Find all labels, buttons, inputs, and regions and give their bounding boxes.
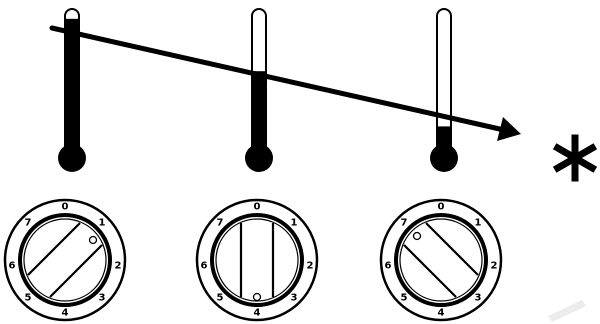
dial-number: 7 bbox=[401, 218, 408, 229]
dial-number: 5 bbox=[217, 293, 224, 304]
dial-number: 2 bbox=[307, 261, 314, 272]
dial-indicator-dot bbox=[254, 294, 261, 301]
dial-number: 4 bbox=[62, 308, 69, 319]
dial-number: 1 bbox=[99, 218, 106, 229]
dial-number: 2 bbox=[115, 261, 122, 272]
dial-number: 5 bbox=[401, 293, 408, 304]
dial-number: 6 bbox=[9, 261, 16, 272]
dial-number: 5 bbox=[25, 293, 32, 304]
thermometer-bulb bbox=[58, 144, 86, 172]
dial-number: 4 bbox=[254, 308, 261, 319]
dial-number: 7 bbox=[25, 218, 32, 229]
dial-number: 4 bbox=[438, 308, 445, 319]
dial-number: 3 bbox=[291, 293, 298, 304]
dial-number: 3 bbox=[475, 293, 482, 304]
dial-number: 0 bbox=[62, 202, 69, 213]
thermometer-middle bbox=[245, 9, 273, 172]
mercury-column bbox=[64, 19, 80, 154]
dial-number: 2 bbox=[491, 261, 498, 272]
dial-knob bbox=[216, 219, 298, 301]
thermometer-right bbox=[430, 9, 458, 172]
dial-number: 7 bbox=[217, 218, 224, 229]
dial-number: 3 bbox=[99, 293, 106, 304]
dial-right: 0 1 2 3 4 5 6 7 bbox=[381, 200, 501, 320]
dial-number: 1 bbox=[475, 218, 482, 229]
dial-number: 0 bbox=[254, 202, 261, 213]
thermometer-bulb bbox=[245, 144, 273, 172]
dial-number: 0 bbox=[438, 202, 445, 213]
thermometer-bulb bbox=[430, 144, 458, 172]
snowflake-icon bbox=[558, 138, 593, 178]
pencil-icon bbox=[548, 300, 586, 322]
dial-knob bbox=[24, 219, 106, 301]
dial-knob bbox=[400, 219, 482, 301]
dial-number: 6 bbox=[201, 261, 208, 272]
dial-number: 1 bbox=[291, 218, 298, 229]
dial-indicator-dot bbox=[90, 237, 97, 244]
dial-left: 0 1 2 3 4 5 6 7 bbox=[5, 200, 125, 320]
dial-indicator-dot bbox=[414, 233, 421, 240]
mercury-column bbox=[251, 71, 267, 154]
dial-middle: 0 1 2 3 4 5 6 7 bbox=[197, 200, 317, 320]
dial-number: 6 bbox=[385, 261, 392, 272]
arrow-head bbox=[497, 117, 521, 141]
